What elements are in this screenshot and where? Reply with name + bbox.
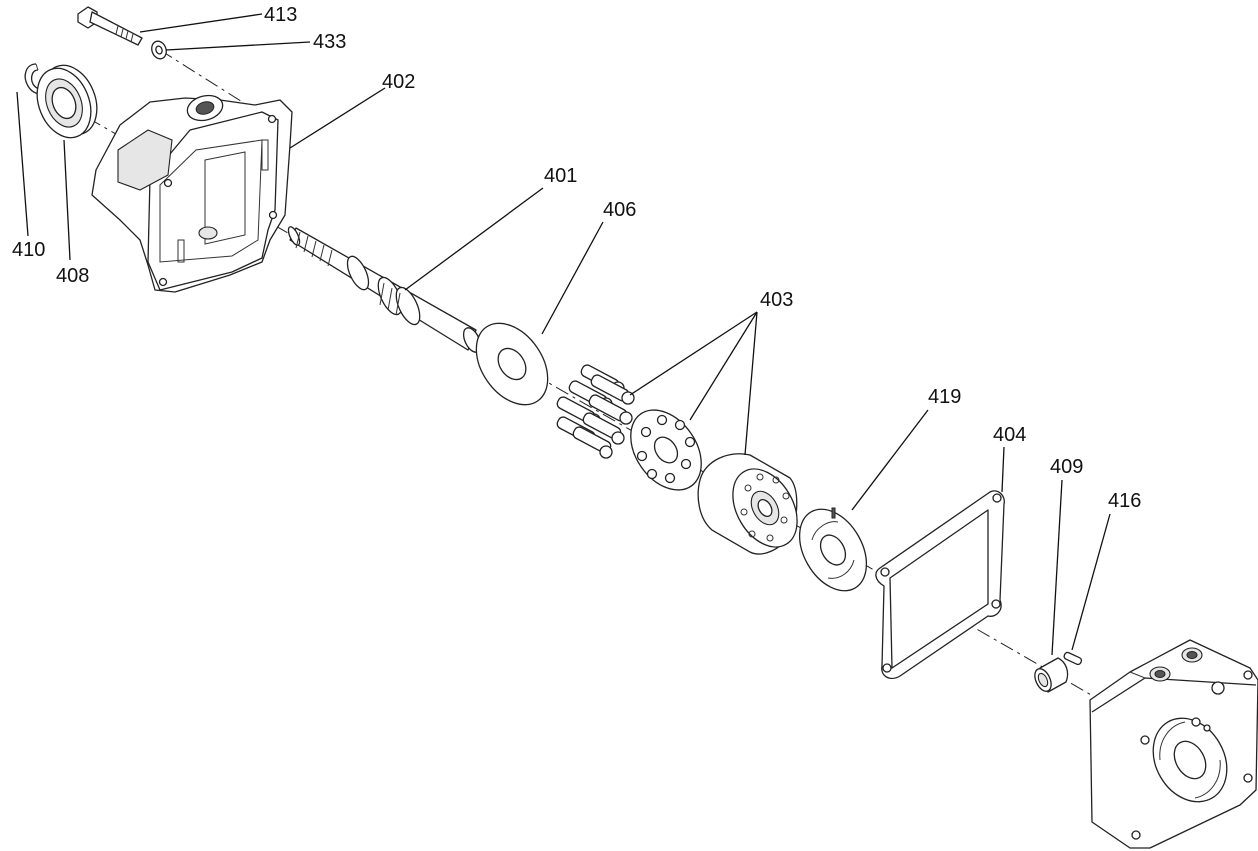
piston (582, 412, 625, 445)
leader-404 (1001, 446, 1005, 493)
callout-408: 408 (56, 265, 89, 287)
leader-419 (851, 409, 929, 511)
shaft-401 (287, 226, 482, 353)
leader-433 (165, 41, 311, 51)
leader-413 (139, 13, 263, 33)
leader-408 (63, 139, 71, 261)
callout-419: 419 (928, 386, 961, 408)
leader-403b (689, 311, 758, 421)
leader-416 (1071, 513, 1111, 651)
housing-402 (91, 94, 293, 293)
retainer-plate-403 (630, 409, 702, 491)
leader-lines (16, 13, 1111, 656)
leader-403a (629, 311, 758, 396)
bolt-413 (77, 6, 143, 46)
bushing-409 (1034, 657, 1069, 693)
callout-406: 406 (603, 199, 636, 221)
pin-416 (1063, 651, 1083, 666)
cylinder-block-403 (697, 453, 798, 555)
piston (590, 374, 635, 405)
piston (572, 426, 613, 459)
callout-401: 401 (544, 165, 577, 187)
callout-404: 404 (993, 424, 1026, 446)
leader-401 (404, 187, 544, 291)
callout-433: 433 (313, 31, 346, 53)
plate-406 (475, 322, 549, 406)
leader-409 (1051, 479, 1063, 656)
valve-plate-419 (798, 507, 868, 592)
callout-413: 413 (264, 4, 297, 26)
pistons-403 (556, 364, 635, 459)
callout-410: 410 (12, 239, 45, 261)
callout-labels: 413 433 402 410 408 401 406 403 419 404 … (12, 4, 1141, 512)
callout-409: 409 (1050, 456, 1083, 478)
leader-402 (289, 87, 386, 149)
leader-406 (541, 221, 604, 335)
end-cover (1089, 639, 1258, 849)
piston (588, 394, 633, 425)
gasket-404 (875, 490, 1005, 680)
leader-403c (744, 311, 758, 456)
washer-433 (151, 40, 167, 60)
leader-410 (16, 91, 29, 237)
callout-416: 416 (1108, 490, 1141, 512)
bearing-408 (36, 64, 98, 139)
callout-403: 403 (760, 289, 793, 311)
callout-402: 402 (382, 71, 415, 93)
